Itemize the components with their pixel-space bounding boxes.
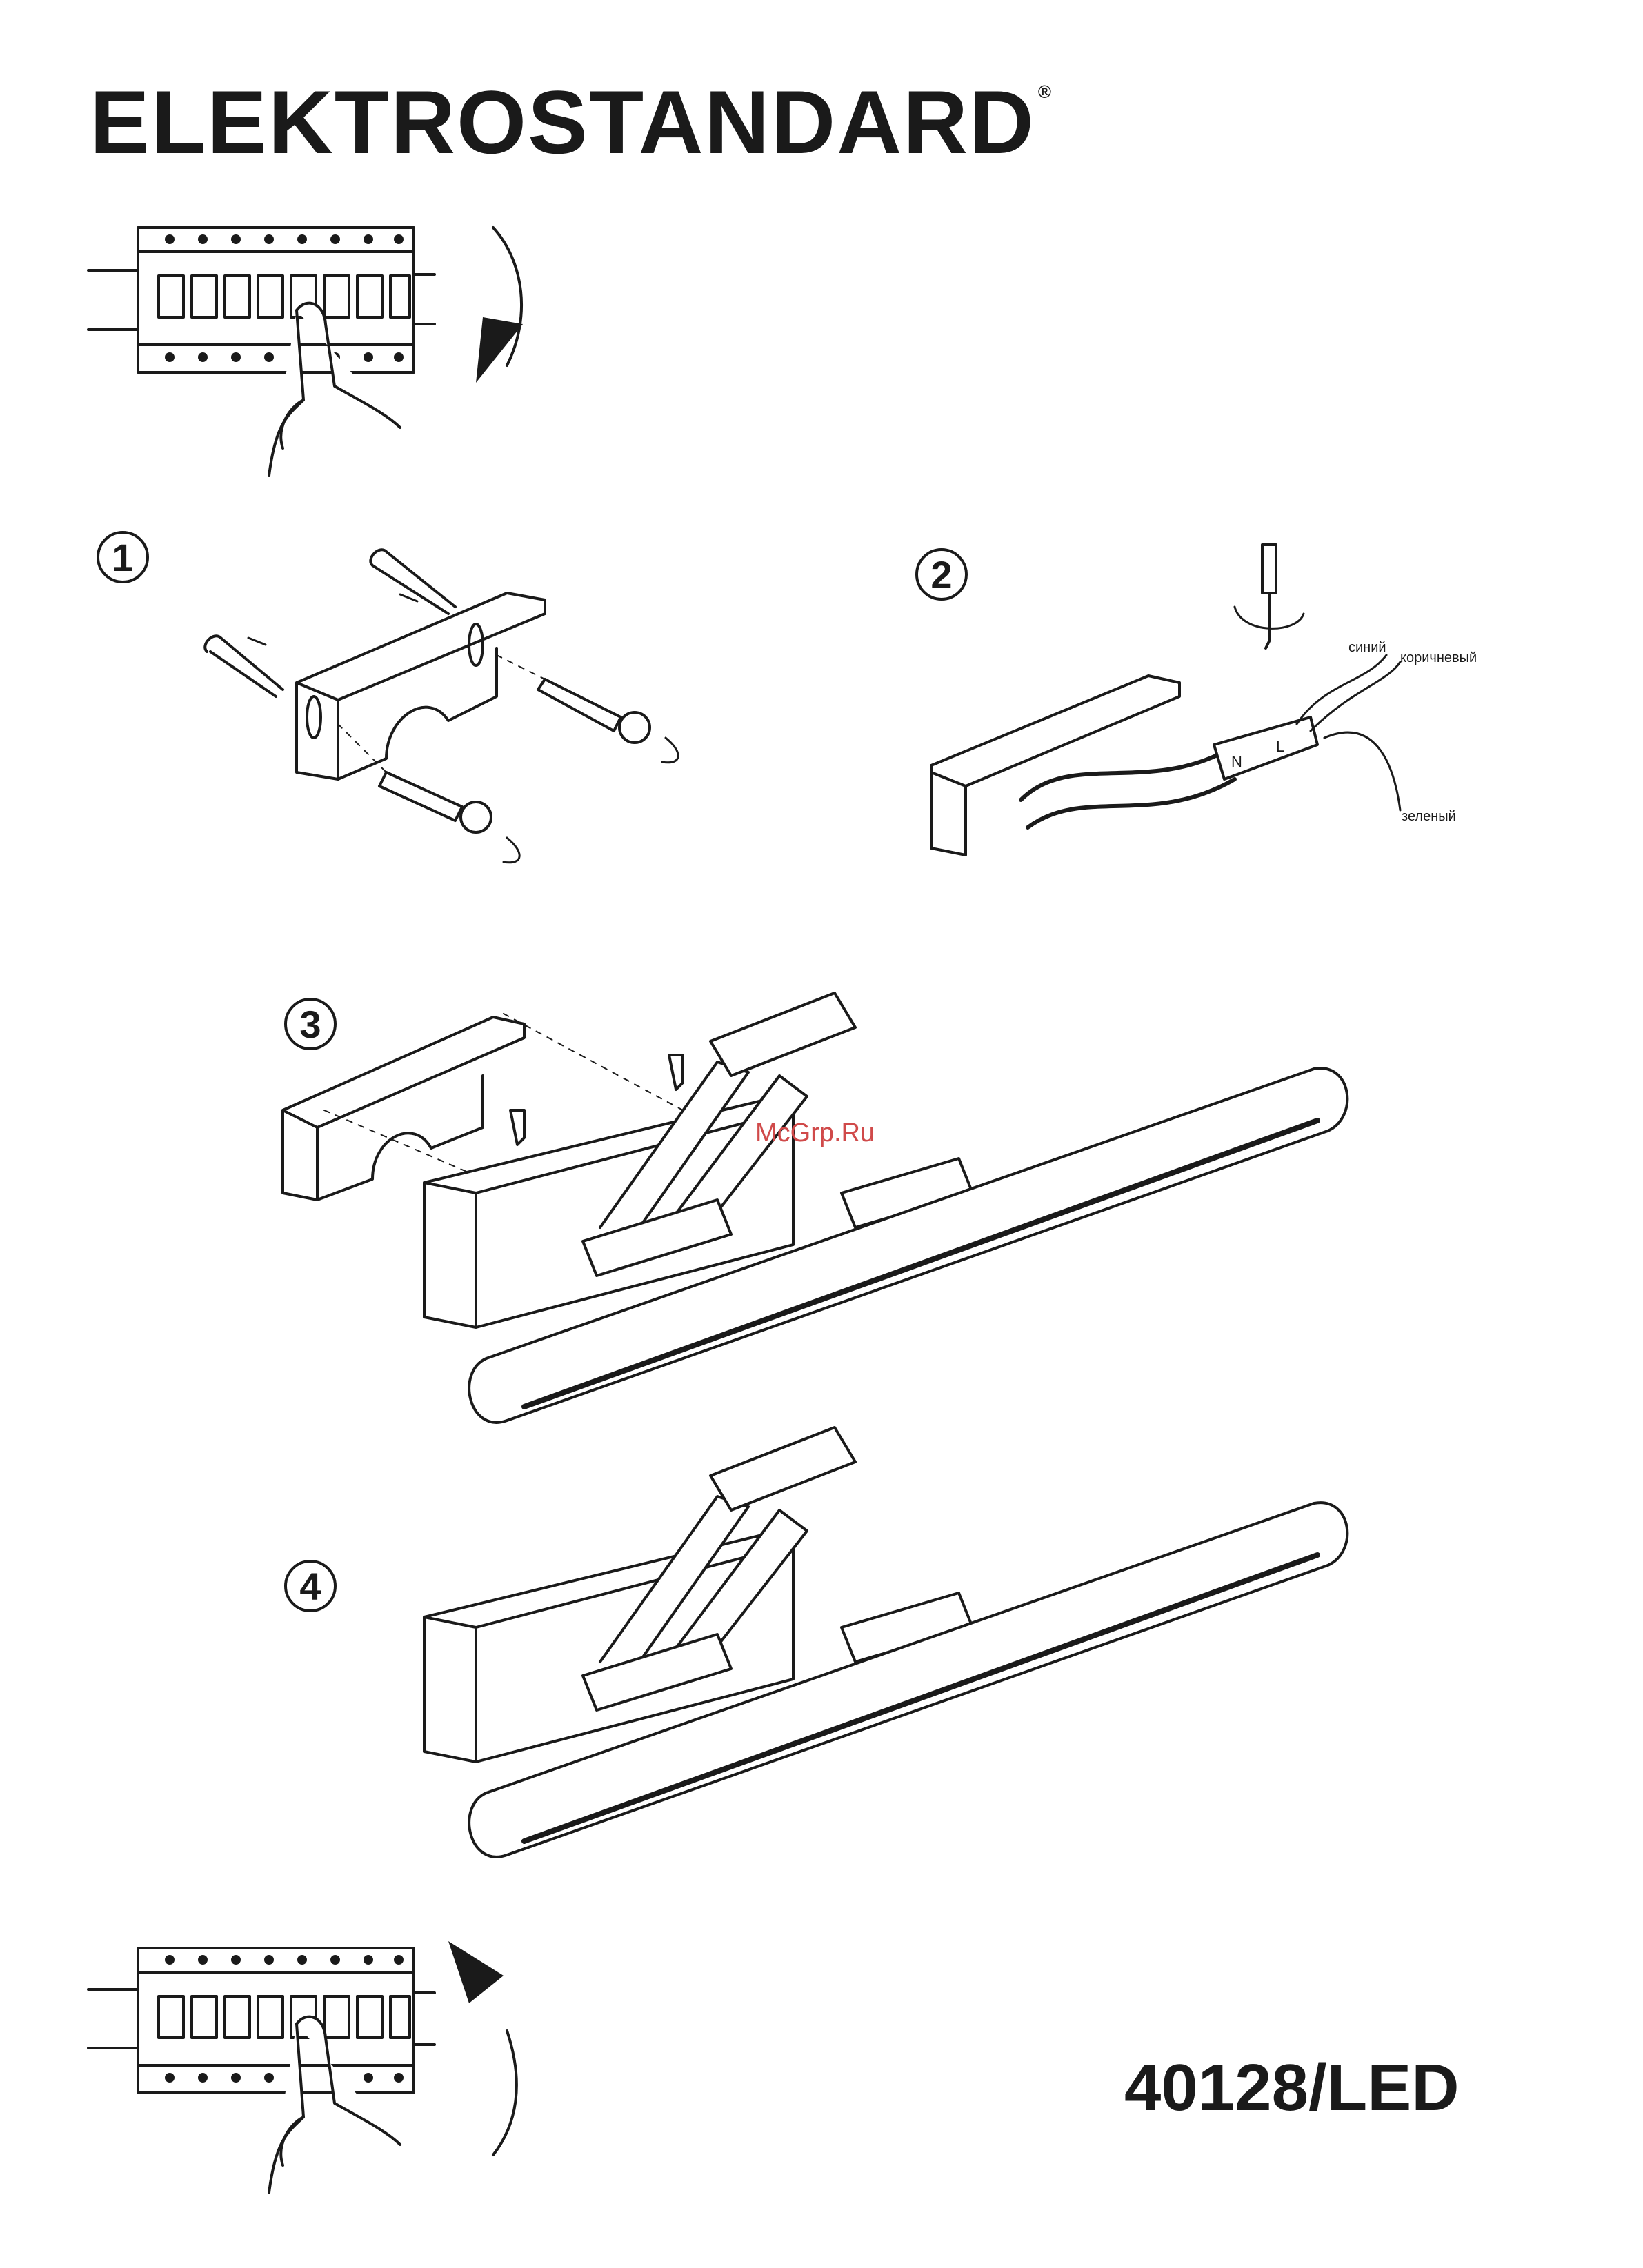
terminal-neutral: N [1231,753,1242,770]
screw-head-lower [461,802,491,832]
step-4-number: 4 [299,1565,321,1608]
step-2-diagram: 2 N L [917,545,1400,855]
step-4-diagram: 4 [286,1427,1347,1857]
hinge-top-4 [710,1427,855,1510]
wire-blue [1297,655,1386,724]
mount-screw-b [669,1055,683,1090]
mount-screw-a [510,1110,524,1145]
arrow-head-bottom [448,1941,504,2003]
terminal-block [1214,717,1317,779]
step-3-diagram: 3 [283,993,1347,1423]
screw-lower [379,772,462,821]
model-number: 40128/LED [1124,2055,1460,2121]
step-1-diagram: 1 [98,532,678,863]
rotate-arrow-bottom [493,2031,517,2155]
wire-green [1324,732,1400,810]
screwdriver-icon [1262,545,1276,648]
wire-label-green: зеленый [1402,809,1456,825]
breaker-panel-bottom [88,1941,517,2193]
wire-label-blue: синий [1348,640,1386,656]
step-3-number: 3 [299,1003,321,1046]
wall-dowel-lower [205,636,283,696]
arrow-head-top [476,317,523,383]
step-1-number: 1 [112,536,133,579]
screw-right [538,679,621,731]
step-2-number: 2 [930,553,952,596]
wall-dowel-upper [370,550,455,614]
conduit-arc [1021,752,1235,827]
watermark: McGrp.Ru [755,1118,875,1148]
hinge-top-3 [710,993,855,1076]
wall-bracket [297,593,545,779]
breaker-panel-top [88,228,523,476]
mounting-plate [931,676,1179,855]
screw-head-right [619,712,650,743]
wire-label-brown: коричневый [1400,650,1477,666]
terminal-line: L [1276,738,1284,755]
